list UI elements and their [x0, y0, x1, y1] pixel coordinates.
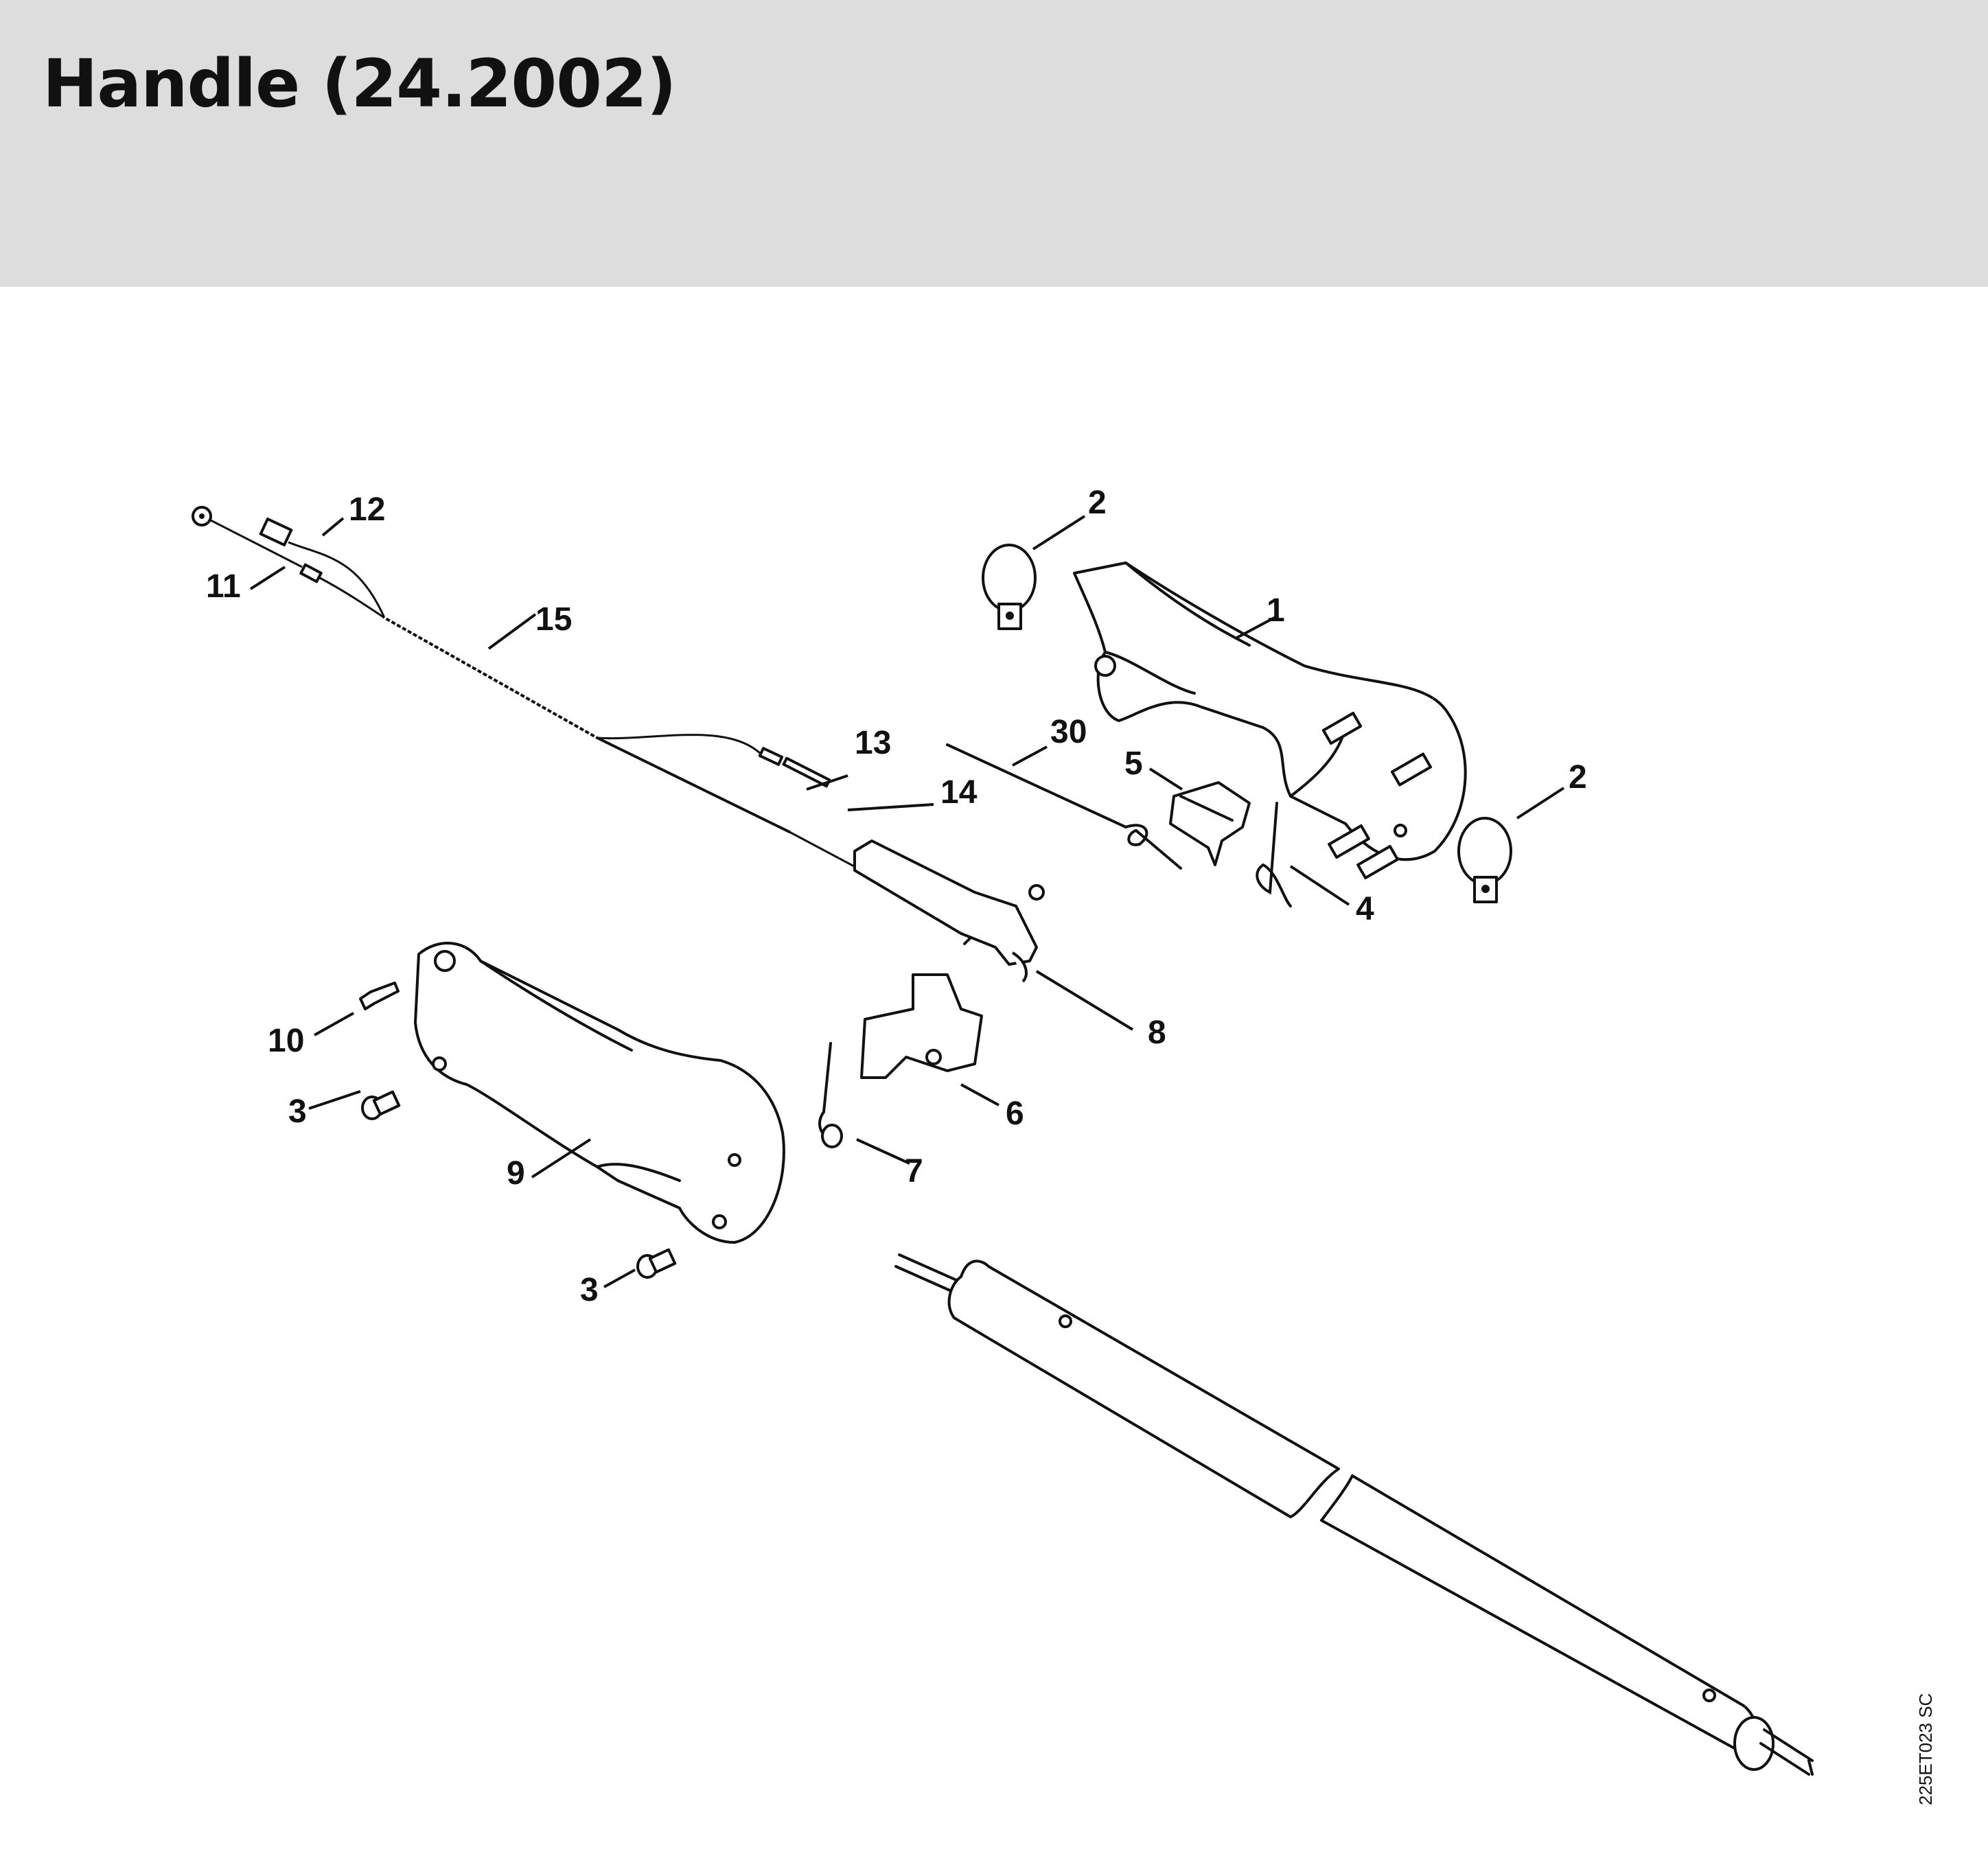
upper-handle-housing [1073, 561, 1467, 880]
screw-3-lower [636, 1248, 677, 1279]
callout-12: 12 [349, 491, 385, 528]
callout-30: 30 [1050, 714, 1087, 750]
callout-6: 6 [1006, 1095, 1024, 1132]
callout-3-upper: 3 [288, 1093, 307, 1130]
callout-7: 7 [905, 1153, 923, 1190]
callout-3-lower: 3 [580, 1272, 599, 1308]
callout-2-right: 2 [1569, 759, 1587, 796]
leader-lines [249, 515, 1565, 1288]
throttle-trigger [853, 839, 1045, 983]
clamp-lower [1457, 817, 1512, 903]
callout-10: 10 [268, 1023, 304, 1059]
lower-handle-housing [414, 942, 785, 1244]
callout-5: 5 [1124, 745, 1143, 782]
drive-tube [894, 1253, 1814, 1776]
interlock-lever [860, 973, 983, 1079]
callout-11: 11 [206, 568, 241, 605]
callout-13: 13 [855, 725, 891, 761]
callout-2-top: 2 [1088, 485, 1107, 521]
callout-labels: 1 2 2 3 3 4 5 6 7 8 9 10 11 12 13 14 15 … [206, 485, 1587, 1308]
callout-1: 1 [1267, 592, 1285, 629]
callout-4: 4 [1356, 891, 1374, 927]
torsion-spring-7 [818, 1042, 843, 1148]
callout-15: 15 [535, 601, 572, 638]
spring-wire-30 [946, 743, 1182, 870]
callout-14: 14 [940, 774, 978, 811]
screw-3-upper [361, 1090, 401, 1120]
callout-9: 9 [507, 1155, 525, 1192]
callout-8: 8 [1148, 1014, 1166, 1051]
page-title: Handle (24.2002) [43, 45, 677, 122]
drawing-code: 225ET023 SC [1915, 1693, 1936, 1805]
stop-switch [1169, 781, 1251, 866]
header-banner: Handle (24.2002) [0, 0, 1988, 287]
screw-10 [359, 982, 400, 1010]
torsion-spring-4 [1256, 802, 1292, 907]
clamp-upper [982, 544, 1037, 630]
